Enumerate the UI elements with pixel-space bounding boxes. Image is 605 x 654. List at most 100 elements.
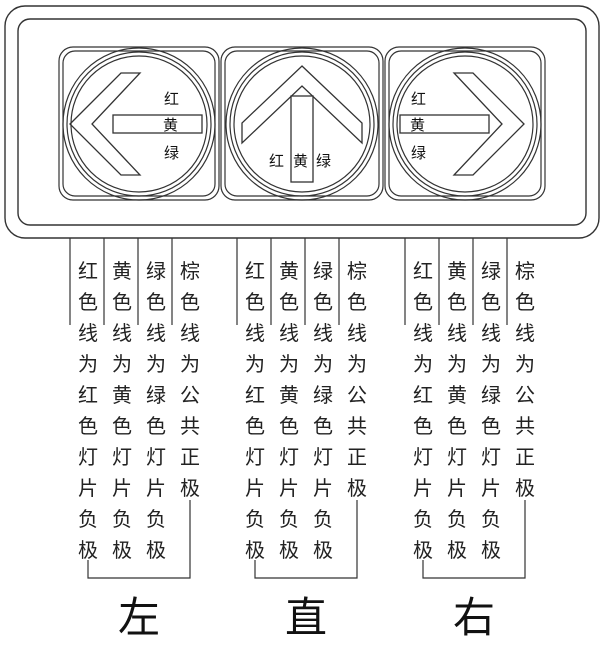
wire-note-char: 灯 bbox=[279, 445, 299, 469]
wire-note-char: 色 bbox=[279, 414, 299, 438]
wire-note-char: 红 bbox=[413, 383, 433, 407]
wire-note-char: 灯 bbox=[313, 445, 333, 469]
wire-note-char: 负 bbox=[146, 507, 166, 531]
wire-note-char: 极 bbox=[279, 538, 299, 562]
wire-note-char: 棕 bbox=[180, 259, 200, 283]
wire-note-char: 色 bbox=[112, 290, 132, 314]
wire-note-char: 灯 bbox=[447, 445, 467, 469]
wire-note-char: 色 bbox=[245, 290, 265, 314]
chevron-right-arrow-icon bbox=[452, 72, 525, 176]
wire-note-char: 片 bbox=[447, 476, 467, 500]
wire-note-char: 灯 bbox=[481, 445, 501, 469]
wire-note-char: 绿 bbox=[146, 259, 166, 283]
wire-note-char: 为 bbox=[245, 352, 265, 376]
wire-note-char: 为 bbox=[413, 352, 433, 376]
wire-note-char: 灯 bbox=[413, 445, 433, 469]
wire-note-char: 色 bbox=[313, 414, 333, 438]
wire-note-char: 灯 bbox=[78, 445, 98, 469]
lamp-label-yellow-straight: 黄 bbox=[293, 152, 308, 170]
wire-note-char: 黄 bbox=[279, 259, 299, 283]
wire-note-char: 极 bbox=[413, 538, 433, 562]
lamp-label-green-straight: 绿 bbox=[316, 152, 331, 170]
wire-note-char: 红 bbox=[413, 259, 433, 283]
chevron-up-arrow-icon bbox=[241, 65, 363, 145]
wire-note-char: 线 bbox=[481, 321, 501, 345]
wire-note-char: 极 bbox=[180, 476, 200, 500]
wire-note-char: 为 bbox=[112, 352, 132, 376]
wire-note-char: 为 bbox=[447, 352, 467, 376]
wire-note-char: 线 bbox=[515, 321, 535, 345]
wire-note-char: 色 bbox=[447, 290, 467, 314]
wire-note-char: 为 bbox=[180, 352, 200, 376]
wire-note-char: 片 bbox=[245, 476, 265, 500]
wire-note-char: 绿 bbox=[146, 383, 166, 407]
wire-note-char: 负 bbox=[279, 507, 299, 531]
wire-note-char: 片 bbox=[313, 476, 333, 500]
wire-note-char: 色 bbox=[313, 290, 333, 314]
wire-note-char: 极 bbox=[347, 476, 367, 500]
wire-bundle-bracket bbox=[87, 500, 191, 579]
wire-note-char: 片 bbox=[112, 476, 132, 500]
wire-note-char: 绿 bbox=[313, 259, 333, 283]
wire-note-char: 正 bbox=[515, 445, 535, 469]
wire-note-char: 线 bbox=[78, 321, 98, 345]
wire-note-char: 黄 bbox=[112, 383, 132, 407]
wire-note-char: 线 bbox=[245, 321, 265, 345]
wire-note-char: 片 bbox=[279, 476, 299, 500]
lamp-label-yellow-left: 黄 bbox=[163, 116, 178, 134]
wire-note-char: 色 bbox=[78, 414, 98, 438]
wire-note-char: 色 bbox=[515, 290, 535, 314]
wire-note-char: 线 bbox=[279, 321, 299, 345]
lamp-label-yellow-right: 黄 bbox=[410, 116, 425, 134]
wire-note-char: 共 bbox=[180, 414, 200, 438]
group-label-left: 左 bbox=[118, 593, 160, 642]
wire-note-char: 线 bbox=[313, 321, 333, 345]
wire-note-char: 负 bbox=[413, 507, 433, 531]
wire-note-char: 棕 bbox=[347, 259, 367, 283]
wire-note-char: 极 bbox=[78, 538, 98, 562]
wire-note-char: 负 bbox=[112, 507, 132, 531]
wire-note-char: 红 bbox=[78, 383, 98, 407]
wire-note-char: 为 bbox=[78, 352, 98, 376]
signal-housing bbox=[4, 5, 600, 239]
wire-note-char: 线 bbox=[413, 321, 433, 345]
wire-note-char: 色 bbox=[347, 290, 367, 314]
wire-note-char: 红 bbox=[78, 259, 98, 283]
wire-note-char: 负 bbox=[313, 507, 333, 531]
lamp-label-red-left: 红 bbox=[164, 90, 179, 108]
wire-note-char: 红 bbox=[245, 383, 265, 407]
group-label-right: 右 bbox=[453, 593, 495, 642]
wire-note-char: 灯 bbox=[112, 445, 132, 469]
wire-note-char: 极 bbox=[515, 476, 535, 500]
wire-bundle-bracket bbox=[422, 500, 526, 579]
wire-note-char: 色 bbox=[413, 414, 433, 438]
wire-note-char: 片 bbox=[481, 476, 501, 500]
wire-note-char: 色 bbox=[146, 414, 166, 438]
wire-note-char: 棕 bbox=[515, 259, 535, 283]
wire-note-char: 极 bbox=[112, 538, 132, 562]
wire-note-char: 负 bbox=[447, 507, 467, 531]
arrow-stem-straight bbox=[290, 95, 314, 183]
wire-note-char: 线 bbox=[146, 321, 166, 345]
wire-note-char: 黄 bbox=[112, 259, 132, 283]
wire-note-char: 绿 bbox=[313, 383, 333, 407]
wire-note-char: 色 bbox=[180, 290, 200, 314]
lamp-label-green-right: 绿 bbox=[411, 144, 426, 162]
wire-bundle-bracket bbox=[254, 500, 358, 579]
wire-note-char: 为 bbox=[347, 352, 367, 376]
wire-note-char: 色 bbox=[279, 290, 299, 314]
wire-note-char: 黄 bbox=[279, 383, 299, 407]
